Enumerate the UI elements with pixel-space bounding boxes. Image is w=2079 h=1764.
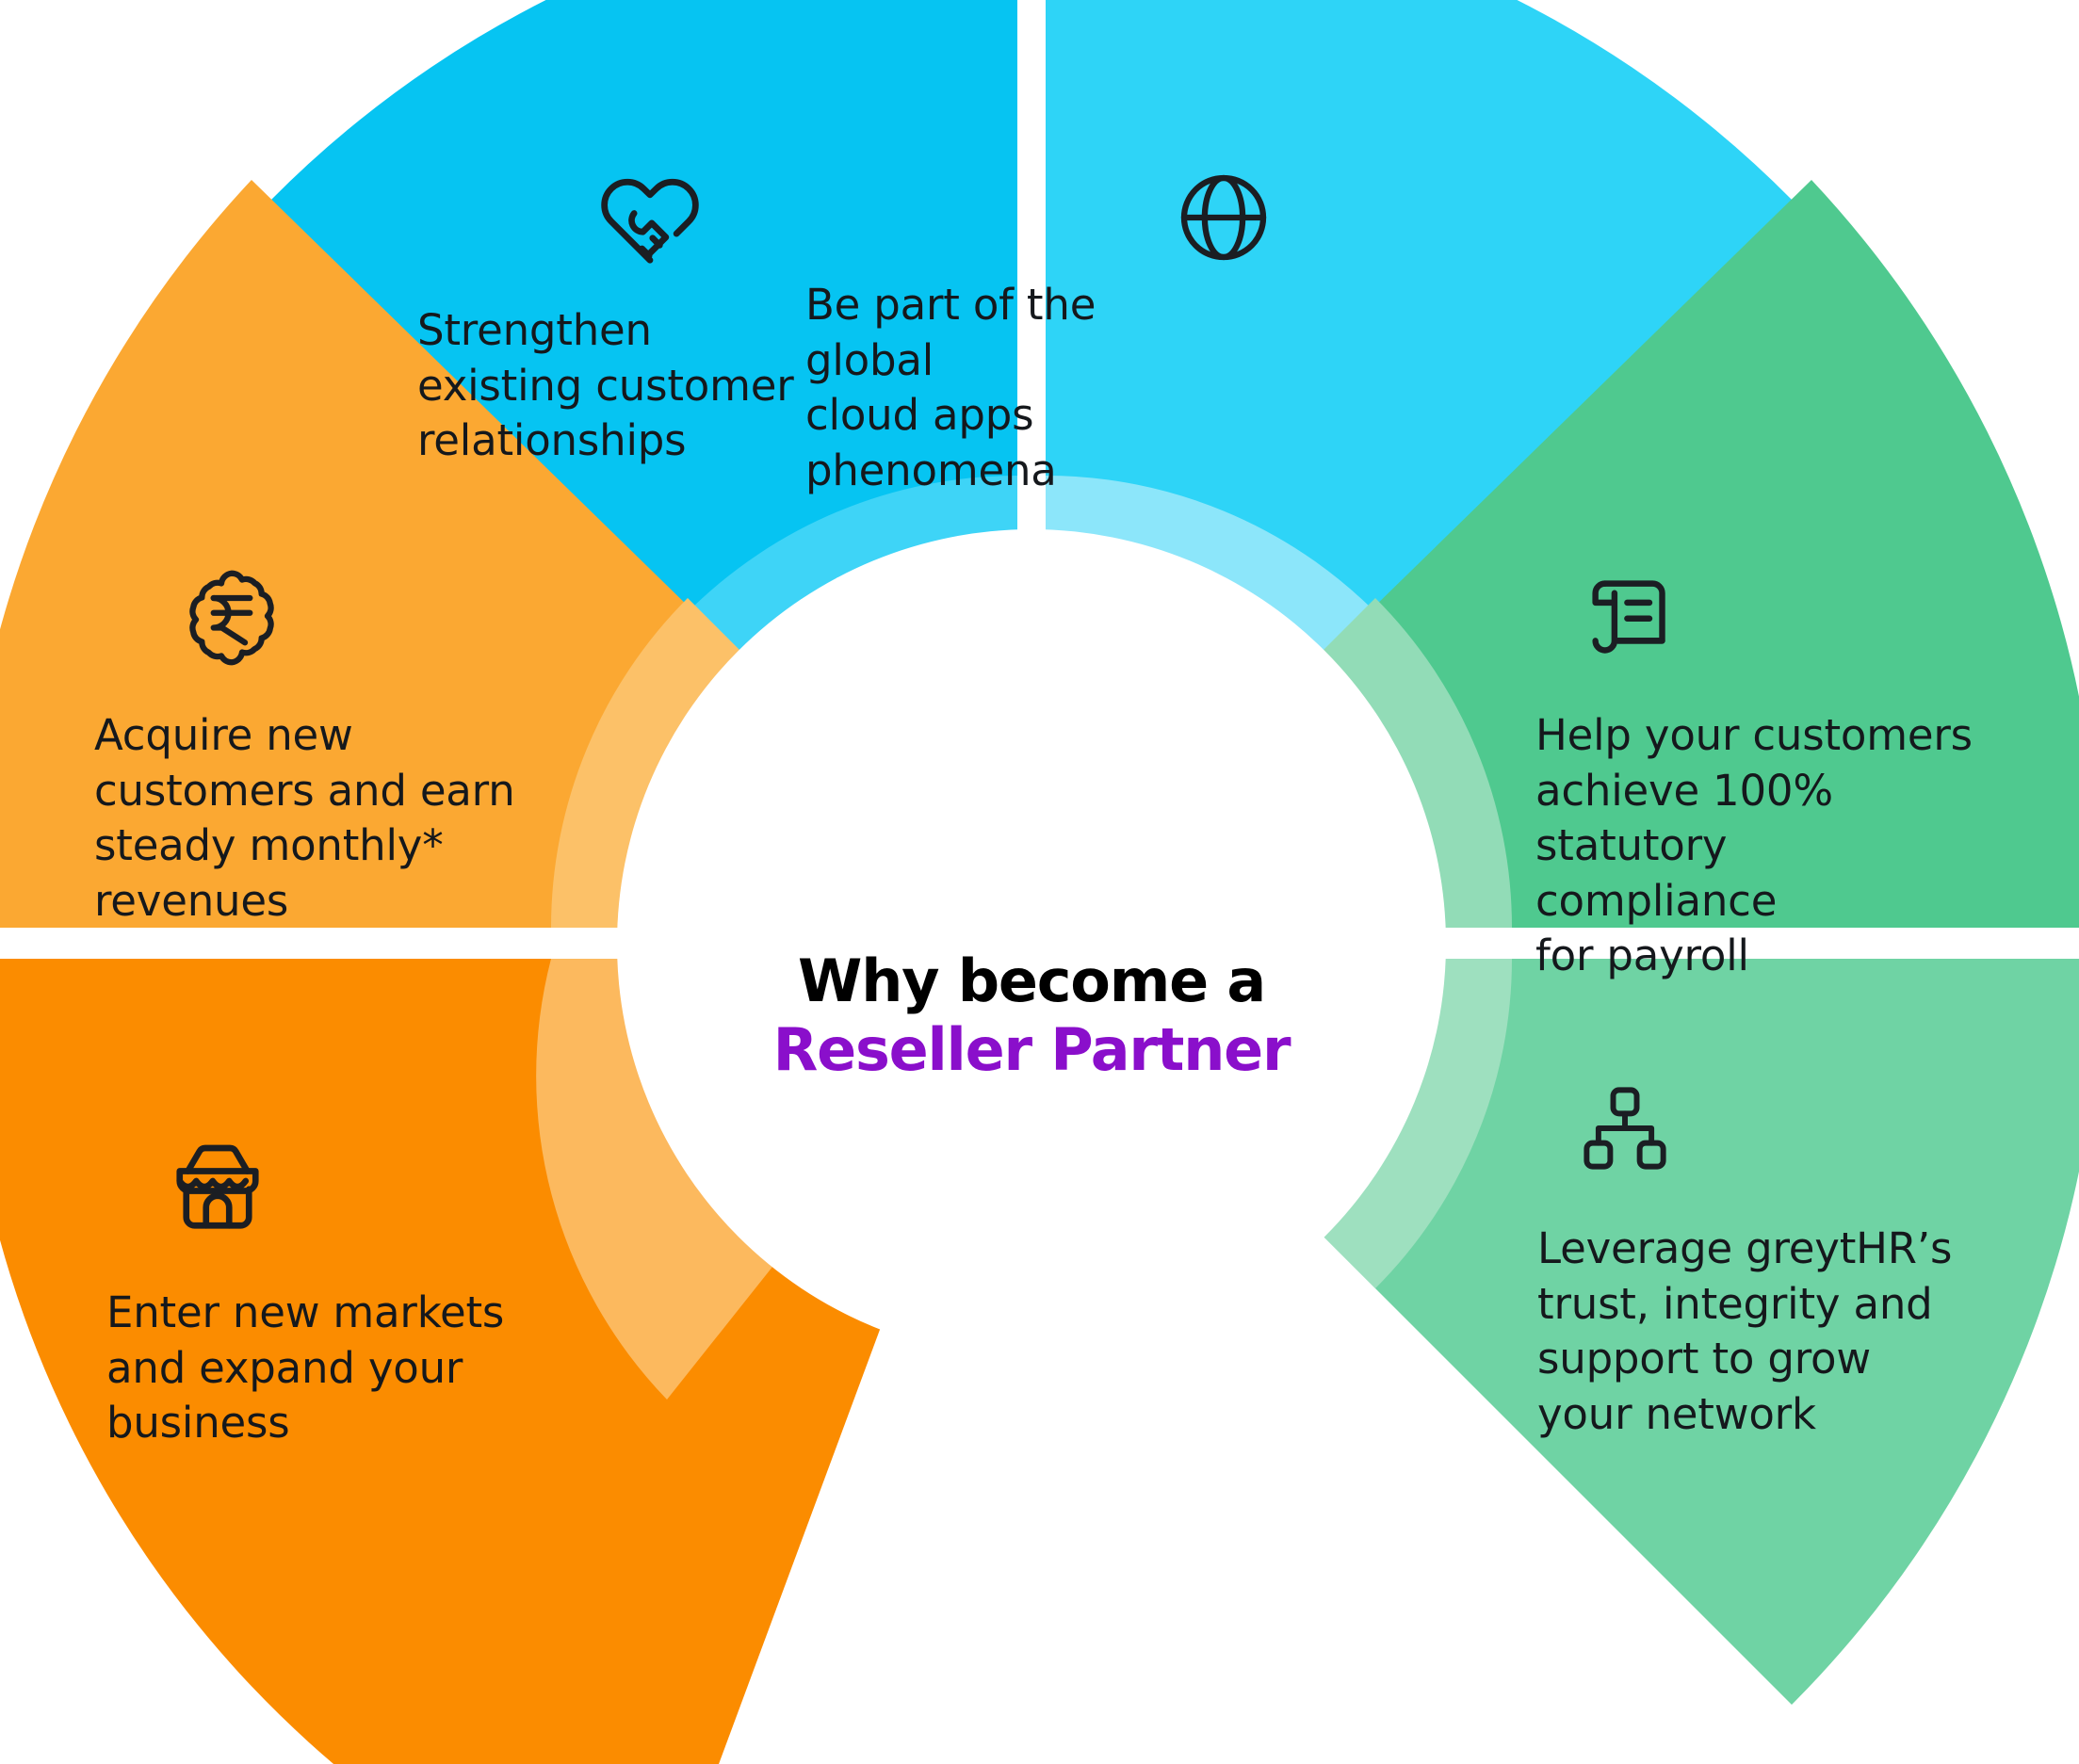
storefront-icon	[165, 1135, 316, 1286]
center-title-line-1: Why become a	[798, 947, 1266, 1015]
center-hole	[617, 529, 1446, 1358]
heart-handshake-icon	[593, 165, 744, 316]
center-title-line-2: Reseller Partner	[772, 1015, 1291, 1085]
center-title: Why become a Reseller Partner	[523, 947, 1540, 1084]
segment-label-enter-new-markets: Enter new markets and expand your busine…	[106, 1287, 505, 1448]
globe-icon	[1171, 165, 1322, 316]
rupee-badge-icon	[179, 565, 330, 716]
network-hierarchy-icon	[1578, 1081, 1729, 1232]
segment-label-leverage-greythr-trust: Leverage greytHR’s trust, integrity and …	[1537, 1223, 1953, 1439]
segment-label-statutory-compliance: Help your customers achieve 100% statuto…	[1535, 710, 1973, 980]
segment-label-acquire-new-customers: Acquire new customers and earn steady mo…	[94, 710, 515, 926]
scroll-document-icon	[1573, 561, 1724, 712]
segment-label-strengthen-relationships: Strengthen existing customer relationshi…	[417, 305, 794, 465]
segment-label-global-cloud-apps: Be part of the global cloud apps phenome…	[805, 280, 1096, 495]
